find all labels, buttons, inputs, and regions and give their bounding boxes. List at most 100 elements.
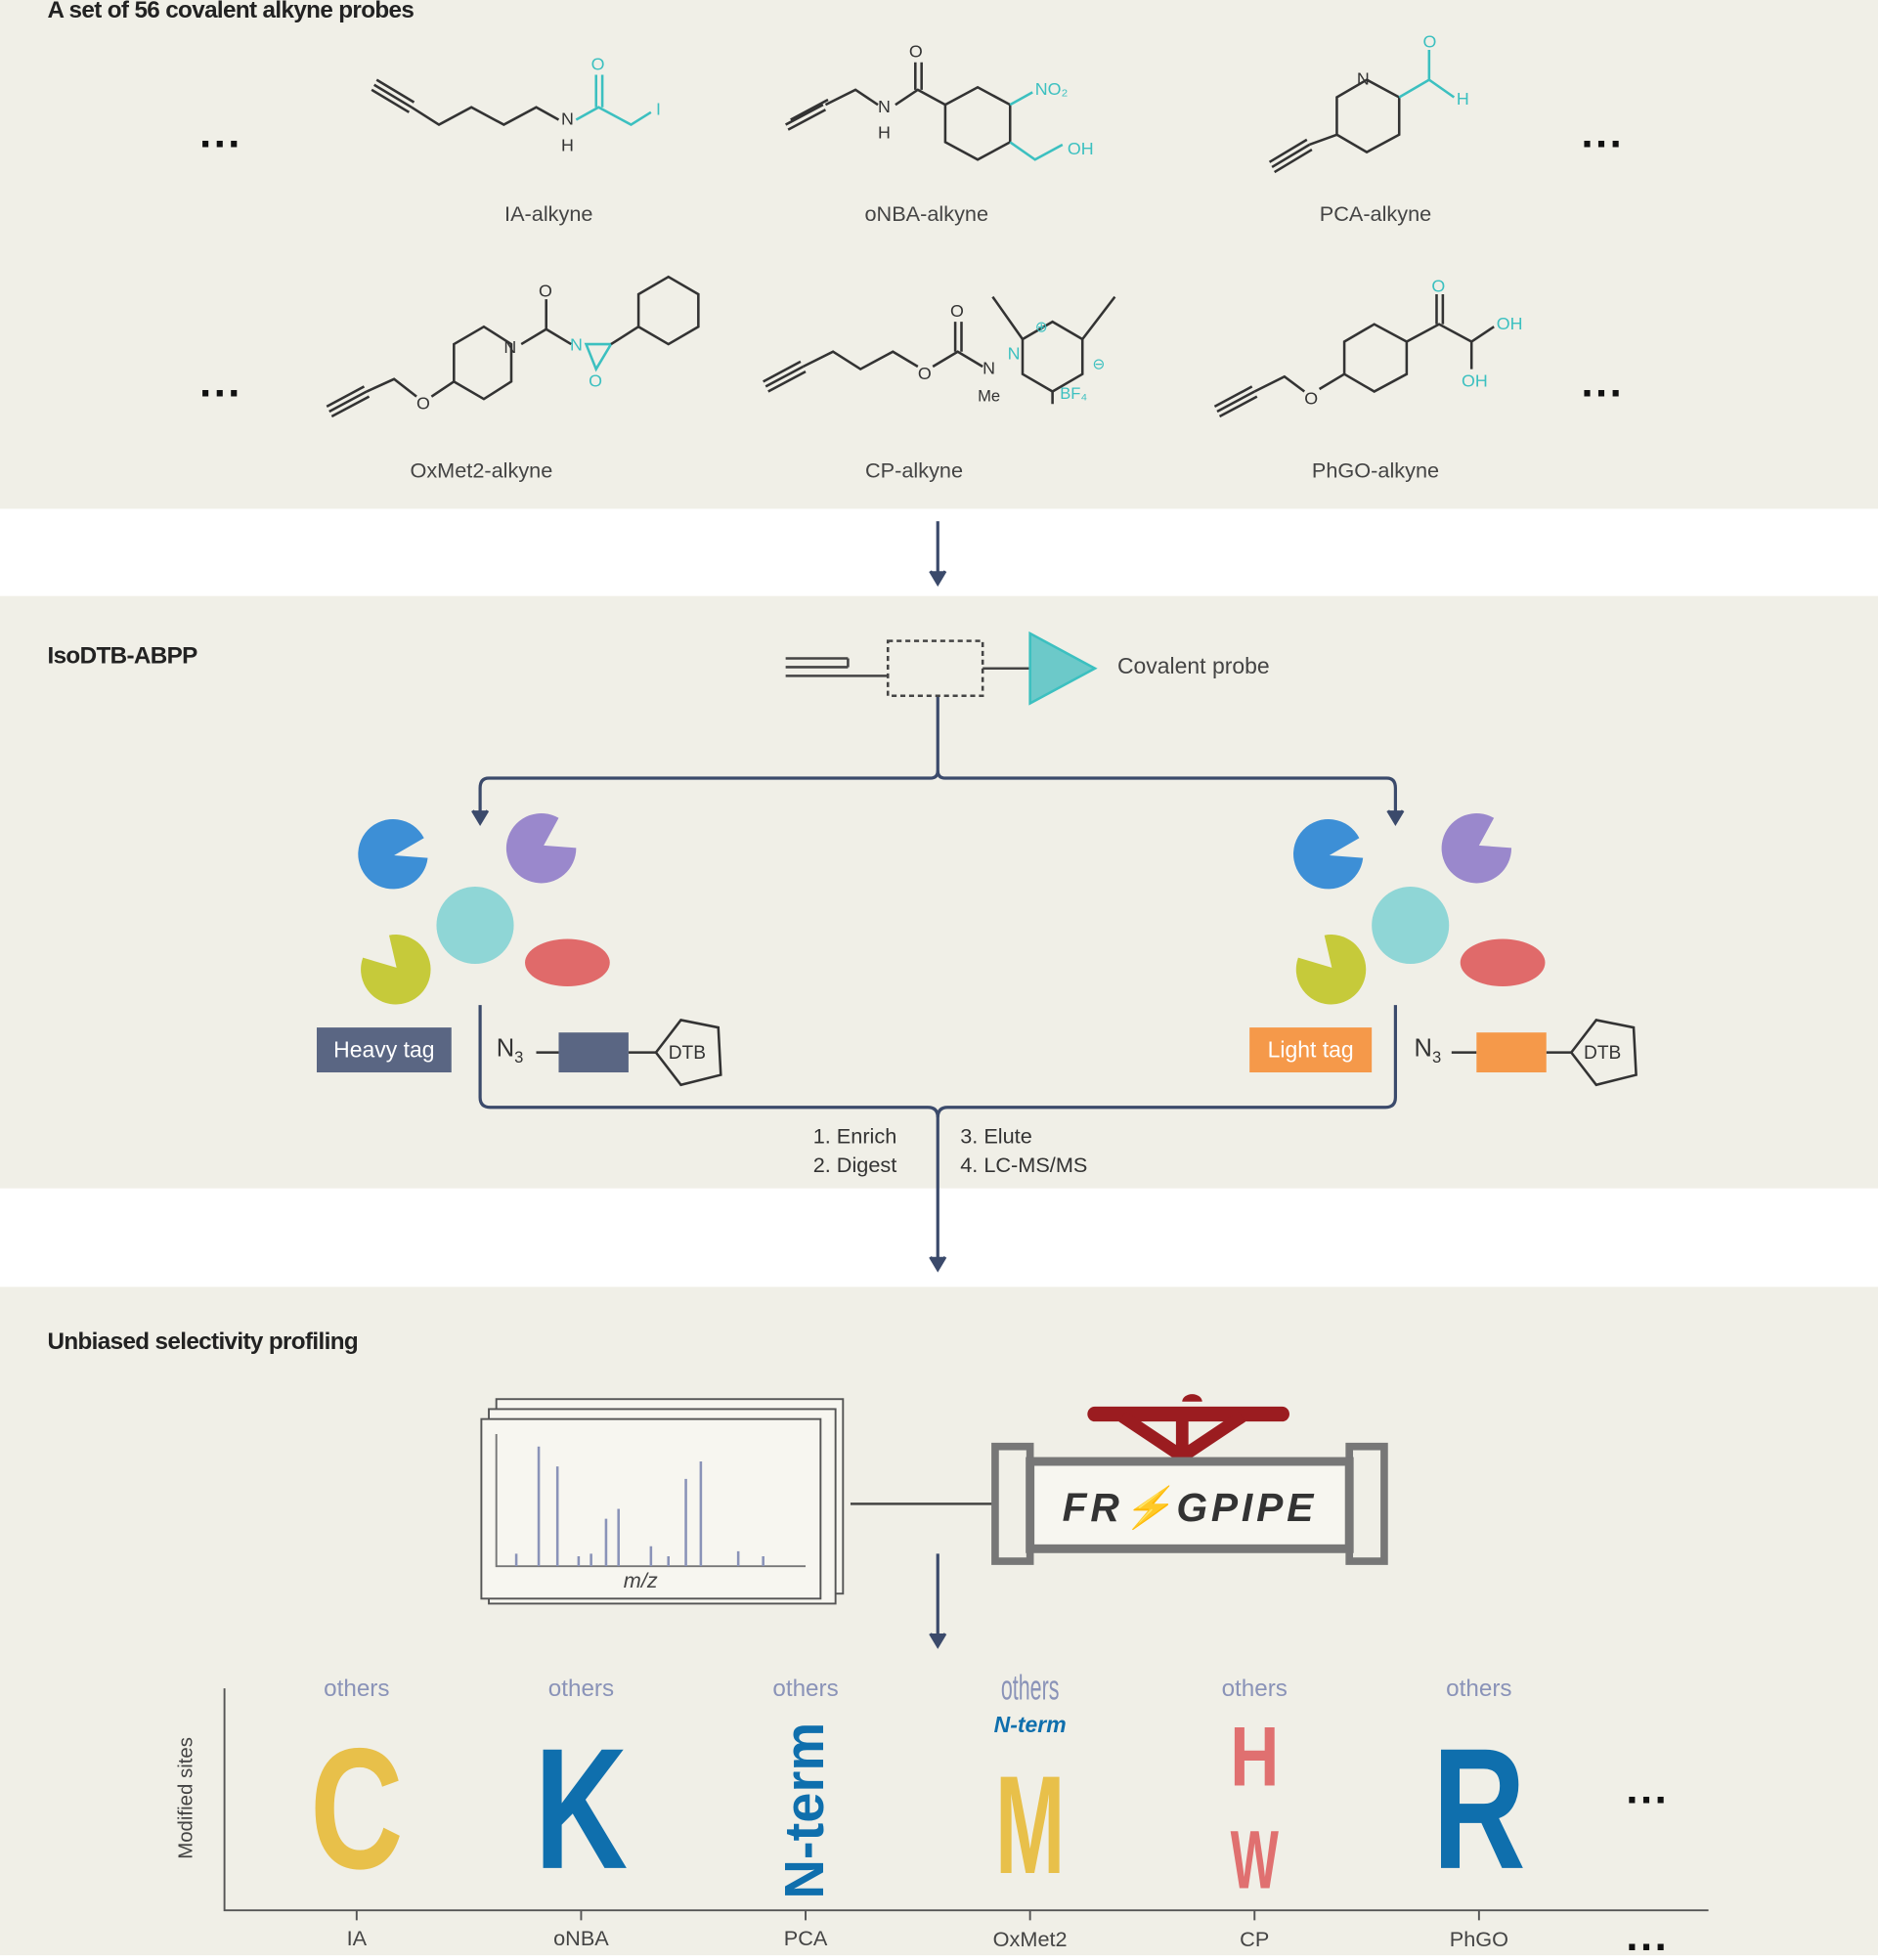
x-tick-label: oNBA	[553, 1926, 609, 1951]
fragpipe-logo: FR⚡GPIPE	[991, 1394, 1388, 1565]
light-tag-reagent	[1451, 1019, 1638, 1087]
residue-second: N-term	[993, 1712, 1067, 1737]
panel-selectivity-title: Unbiased selectivity profiling	[47, 1328, 359, 1356]
svg-text:OH: OH	[1068, 139, 1094, 158]
ellipsis: ...	[199, 109, 242, 157]
svg-text:O: O	[591, 54, 605, 73]
x-tick-label: OxMet2	[992, 1928, 1068, 1952]
others-label: others	[1446, 1676, 1512, 1703]
steps-right: 3. Elute 4. LC-MS/MS	[960, 1122, 1087, 1180]
svg-text:H: H	[1457, 89, 1469, 109]
svg-text:N: N	[1008, 343, 1021, 363]
step: 1. Enrich	[812, 1124, 897, 1149]
residue-letter: M	[994, 1747, 1066, 1903]
svg-text:O: O	[589, 370, 602, 390]
fragpipe-logo-text: FR⚡GPIPE	[1063, 1485, 1317, 1532]
svg-text:N: N	[878, 97, 891, 116]
phgo-alkyne-structure: O O OH OH	[1213, 276, 1523, 418]
x-tick-label: CP	[1240, 1928, 1270, 1952]
svg-text:⊕: ⊕	[1035, 319, 1048, 335]
flow-arrows	[471, 521, 1405, 1649]
azide-label: N3	[496, 1034, 524, 1067]
step: 2. Digest	[812, 1153, 897, 1178]
protein-icon	[505, 813, 577, 884]
svg-text:N: N	[570, 334, 583, 354]
svg-text:O: O	[909, 42, 923, 62]
probe-label: OxMet2-alkyne	[410, 458, 553, 483]
residue-letter: W	[1230, 1812, 1279, 1906]
svg-text:O: O	[1431, 276, 1445, 295]
ellipsis: ...	[199, 359, 242, 407]
svg-text:O: O	[918, 364, 932, 383]
svg-text:OH: OH	[1462, 370, 1488, 390]
ellipsis: ...	[1581, 359, 1625, 407]
probe-label: IA-alkyne	[504, 201, 593, 226]
covalent-probe-label: Covalent probe	[1116, 653, 1270, 678]
residue-letter: K	[534, 1713, 629, 1906]
dtb-label: DTB	[1584, 1042, 1622, 1065]
covalent-probe-icon	[785, 631, 1098, 706]
light-tag-label: Light tag	[1249, 1027, 1373, 1073]
cp-alkyne-structure: O O N Me N ⊕ BF₄ ⊖	[763, 295, 1116, 406]
pca-alkyne-structure: N O H	[1268, 31, 1469, 174]
svg-text:N: N	[503, 337, 516, 357]
svg-text:N: N	[983, 359, 995, 378]
y-axis-label: Modified sites	[175, 1737, 197, 1859]
others-label: others	[324, 1676, 390, 1703]
svg-text:NO₂: NO₂	[1035, 79, 1069, 99]
protein-mixture-right	[1293, 813, 1546, 1005]
svg-text:O: O	[950, 301, 964, 321]
protein-icon	[358, 818, 428, 890]
panel-isodtb-title: IsoDTB-ABPP	[47, 643, 197, 670]
svg-text:O: O	[1304, 388, 1318, 408]
svg-text:I: I	[656, 99, 661, 118]
spectrum-axis-label: m/z	[623, 1568, 658, 1592]
step: 4. LC-MS/MS	[960, 1153, 1088, 1178]
svg-text:⊖: ⊖	[1092, 357, 1105, 373]
others-label: others	[772, 1676, 839, 1703]
svg-text:O: O	[539, 282, 552, 301]
onba-alkyne-structure: N H O NO₂ OH	[785, 42, 1094, 161]
others-label: others	[1221, 1676, 1288, 1703]
svg-text:O: O	[416, 393, 430, 413]
residue-letter: C	[310, 1713, 404, 1906]
ellipsis: ...	[1626, 1765, 1670, 1813]
heavy-tag-label: Heavy tag	[317, 1027, 452, 1073]
residue-letter-top: H	[1230, 1709, 1280, 1805]
probe-label: oNBA-alkyne	[864, 201, 989, 226]
x-tick-label: PCA	[783, 1926, 828, 1951]
protein-icon	[1460, 938, 1546, 986]
steps-left: 1. Enrich 2. Digest	[813, 1122, 897, 1180]
svg-text:O: O	[1422, 31, 1436, 51]
panel-probes-title: A set of 56 covalent alkyne probes	[47, 0, 415, 24]
ellipsis: ...	[1581, 109, 1625, 157]
svg-text:BF₄: BF₄	[1060, 384, 1087, 403]
others-label: others	[547, 1676, 615, 1703]
protein-icon	[1293, 818, 1364, 890]
probe-label: PhGO-alkyne	[1311, 458, 1440, 483]
svg-text:OH: OH	[1497, 314, 1523, 333]
ia-alkyne-structure: N H O I	[371, 54, 661, 154]
logo-axes	[223, 1688, 1709, 1921]
others-label: others	[1000, 1668, 1060, 1708]
protein-mixture-left	[358, 813, 610, 1005]
svg-text:N: N	[1357, 69, 1370, 89]
panel-probes	[0, 0, 1878, 509]
protein-icon	[1372, 886, 1450, 965]
svg-text:Me: Me	[978, 387, 1000, 406]
probe-label: CP-alkyne	[864, 458, 964, 483]
heavy-tag-reagent	[536, 1019, 722, 1087]
svg-text:H: H	[878, 123, 891, 143]
x-tick-label: IA	[346, 1926, 368, 1951]
dtb-label: DTB	[668, 1042, 706, 1065]
protein-icon	[436, 886, 514, 965]
ellipsis: ...	[1626, 1912, 1670, 1960]
azide-label: N3	[1414, 1034, 1442, 1067]
residue-letter: R	[1432, 1713, 1526, 1906]
svg-text:H: H	[561, 135, 574, 154]
protein-icon	[1441, 813, 1512, 884]
protein-icon	[361, 935, 431, 1005]
svg-text:N: N	[561, 109, 574, 129]
